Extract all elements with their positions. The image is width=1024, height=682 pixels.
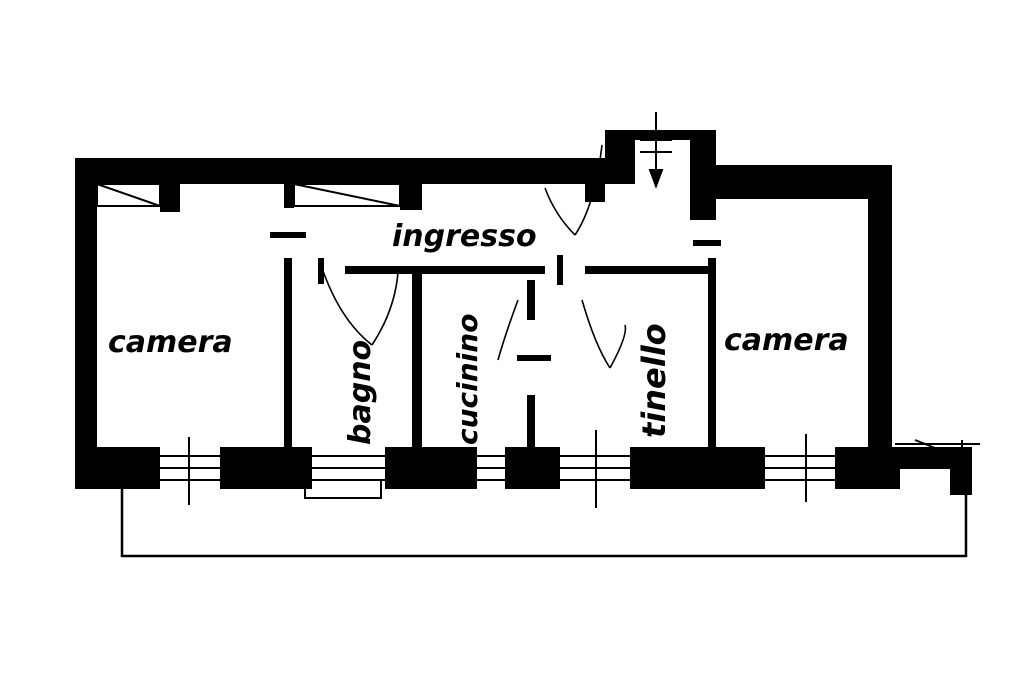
- wall-camera-bagno: [284, 258, 292, 448]
- label-cucinino: cucinino: [451, 314, 484, 445]
- entry-arrow-icon: [640, 112, 672, 189]
- wall-stubs: [160, 180, 605, 212]
- balcony-outline: [120, 489, 968, 558]
- label-ingresso: ingresso: [392, 219, 537, 254]
- wall-tinello-camera: [708, 258, 716, 448]
- wall-cucinino-tinello: [527, 395, 535, 450]
- exterior-walls: [75, 130, 972, 495]
- label-tinello: tinello: [635, 323, 673, 438]
- label-camera-right: camera: [724, 323, 849, 358]
- wall-corridor-2: [585, 266, 710, 274]
- wall-right: [868, 165, 892, 455]
- label-bagno: bagno: [343, 340, 378, 445]
- wall-bottom-pier-6: [835, 447, 900, 489]
- wall-entry-top: [605, 130, 715, 140]
- window-2: [304, 455, 385, 499]
- wall-corridor-1: [345, 266, 545, 274]
- wall-bottom-pier-5: [630, 447, 765, 489]
- window-1: [160, 437, 220, 505]
- windows: [160, 430, 980, 508]
- balcony-rail: [895, 439, 980, 480]
- room-labels: camera ingresso camera bagno cucinino ti…: [108, 219, 849, 445]
- wall-bottom-pier-4: [505, 447, 560, 489]
- closets: [96, 183, 401, 207]
- wall-top-right: [690, 165, 890, 199]
- label-camera-left: camera: [108, 325, 233, 360]
- door-marks: [270, 232, 721, 361]
- wall-bottom-pier-2: [220, 447, 312, 489]
- interior-walls: [284, 258, 716, 450]
- door-swings: [321, 144, 627, 369]
- wall-bagno-cucinino: [412, 270, 422, 448]
- window-5: [765, 434, 835, 502]
- wall-cucinino-stub: [527, 280, 535, 320]
- window-4: [560, 430, 630, 508]
- wall-bottom-pier-1: [75, 447, 160, 489]
- wall-top-left: [75, 158, 605, 184]
- wall-bottom-pier-3: [385, 447, 477, 489]
- window-3: [477, 455, 505, 481]
- wall-left: [75, 158, 97, 488]
